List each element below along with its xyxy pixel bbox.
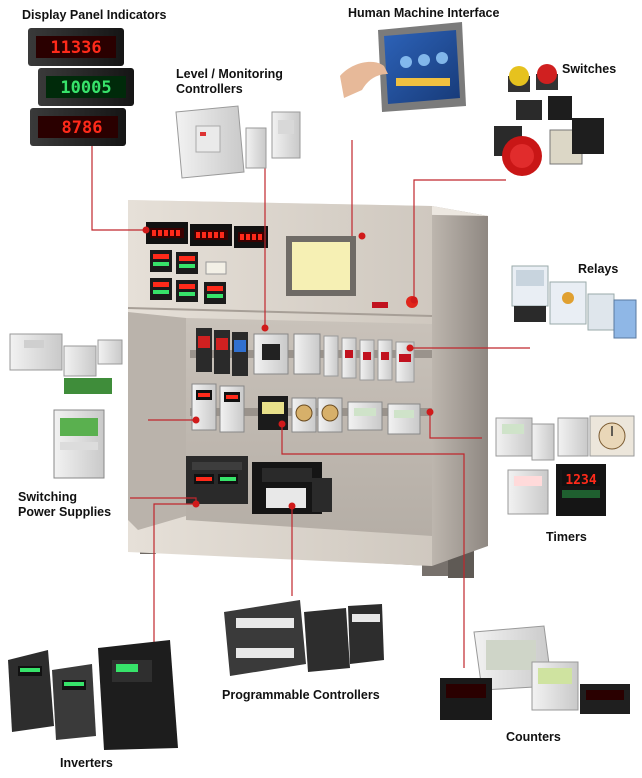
hand-icon	[340, 61, 388, 98]
label-programmable-controllers: Programmable Controllers	[222, 688, 380, 702]
inverters-product	[8, 640, 178, 750]
cabinet-bottom-row	[186, 456, 332, 514]
indicator-3-readout: 8786	[62, 118, 103, 138]
level-monitoring-controllers-product	[175, 105, 301, 179]
programmable-controllers-product	[224, 600, 384, 676]
label-human-machine-interface: Human Machine Interface	[348, 6, 500, 20]
cabinet-rail-row-2	[190, 383, 432, 435]
indicator-1-readout: 11336	[50, 38, 101, 58]
label-counters: Counters	[506, 730, 561, 744]
control-cabinet	[127, 200, 488, 578]
leader-dots	[142, 226, 434, 510]
label-level-monitoring-controllers: Level / Monitoring Controllers	[176, 67, 283, 96]
display-panel-indicators-product: 11336 10005 8786	[28, 28, 134, 146]
relays-product	[511, 265, 637, 339]
timer-readout: 1234	[565, 473, 596, 488]
cabinet-controllers	[150, 250, 227, 304]
label-relays: Relays	[578, 262, 619, 276]
label-timers: Timers	[546, 530, 587, 544]
timers-product: 1234	[495, 415, 635, 516]
label-switching-power-supplies: Switching Power Supplies	[18, 490, 112, 519]
leader-lines	[91, 140, 530, 668]
cabinet-hmi-screen	[286, 236, 356, 296]
indicator-2-readout: 10005	[60, 78, 111, 98]
cabinet-indicator-row	[146, 222, 268, 248]
cabinet-rail-row-1	[190, 328, 432, 383]
hmi-product	[340, 22, 466, 112]
switches-product	[494, 64, 604, 176]
label-inverters: Inverters	[60, 756, 113, 770]
switching-power-supplies-product	[9, 333, 123, 479]
label-display-panel-indicators: Display Panel Indicators	[22, 8, 167, 22]
label-switches: Switches	[562, 62, 617, 76]
cabinet-indicator-lamp	[372, 302, 388, 308]
counters-product	[440, 625, 630, 720]
